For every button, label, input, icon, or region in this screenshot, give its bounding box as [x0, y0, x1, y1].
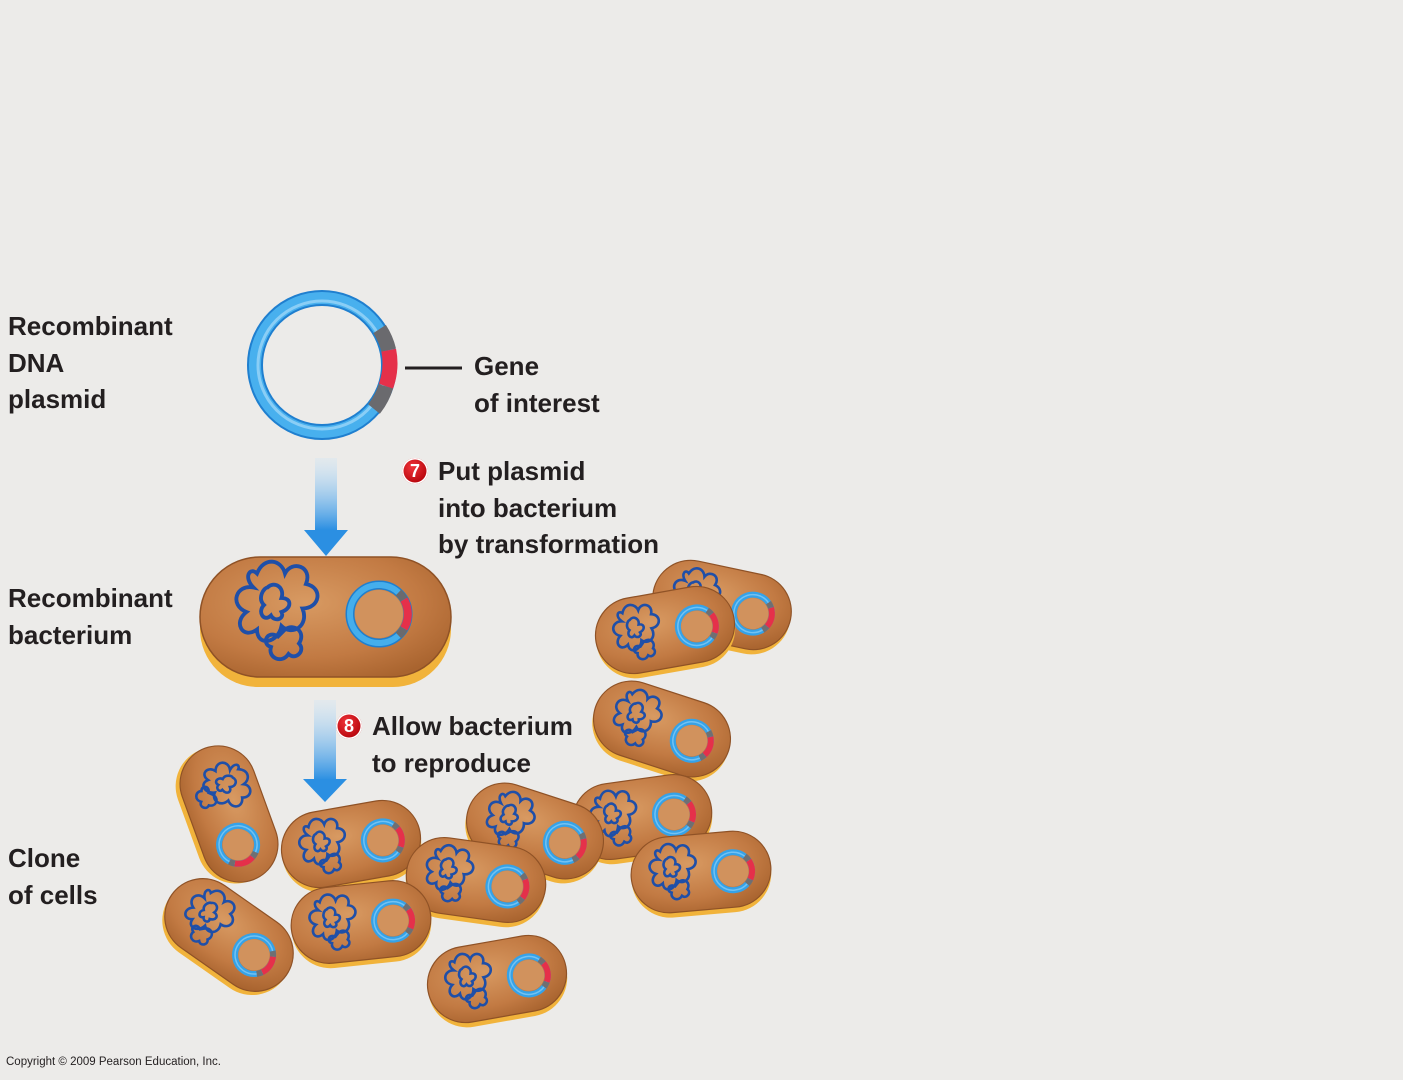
gene-segment-icon: [367, 324, 398, 414]
gene-of-interest-label: Gene of interest: [474, 351, 600, 418]
step-number-badge: 7: [402, 458, 428, 484]
clone-cell: [628, 828, 775, 921]
arrow-down-icon-2: [303, 700, 347, 802]
clone-cell: [589, 580, 741, 684]
clone-cell: [582, 671, 740, 791]
plasmid-label: Recombinant DNA plasmid: [8, 311, 173, 414]
step-8: 8 Allow bacterium to reproduce: [336, 708, 573, 781]
step-7-text: Put plasmid into bacterium by transforma…: [438, 456, 660, 559]
plasmid-icon: [247, 290, 398, 440]
arrow-down-icon: [304, 458, 348, 556]
step-8-text: Allow bacterium to reproduce: [372, 711, 573, 778]
clone-cell: [165, 735, 289, 894]
clone-cell: [147, 864, 308, 1011]
step-7: 7 Put plasmid into bacterium by transfor…: [402, 453, 659, 563]
clone-cell: [421, 929, 573, 1033]
clone-cell: [287, 877, 435, 972]
recombinant-bacterium-label: Recombinant bacterium: [8, 583, 173, 650]
copyright-notice: Copyright © 2009 Pearson Education, Inc.: [6, 1056, 221, 1068]
step-number-badge: 8: [336, 713, 362, 739]
clone-of-cells-label: Clone of cells: [8, 843, 98, 910]
bacterium-icon: [199, 556, 452, 687]
